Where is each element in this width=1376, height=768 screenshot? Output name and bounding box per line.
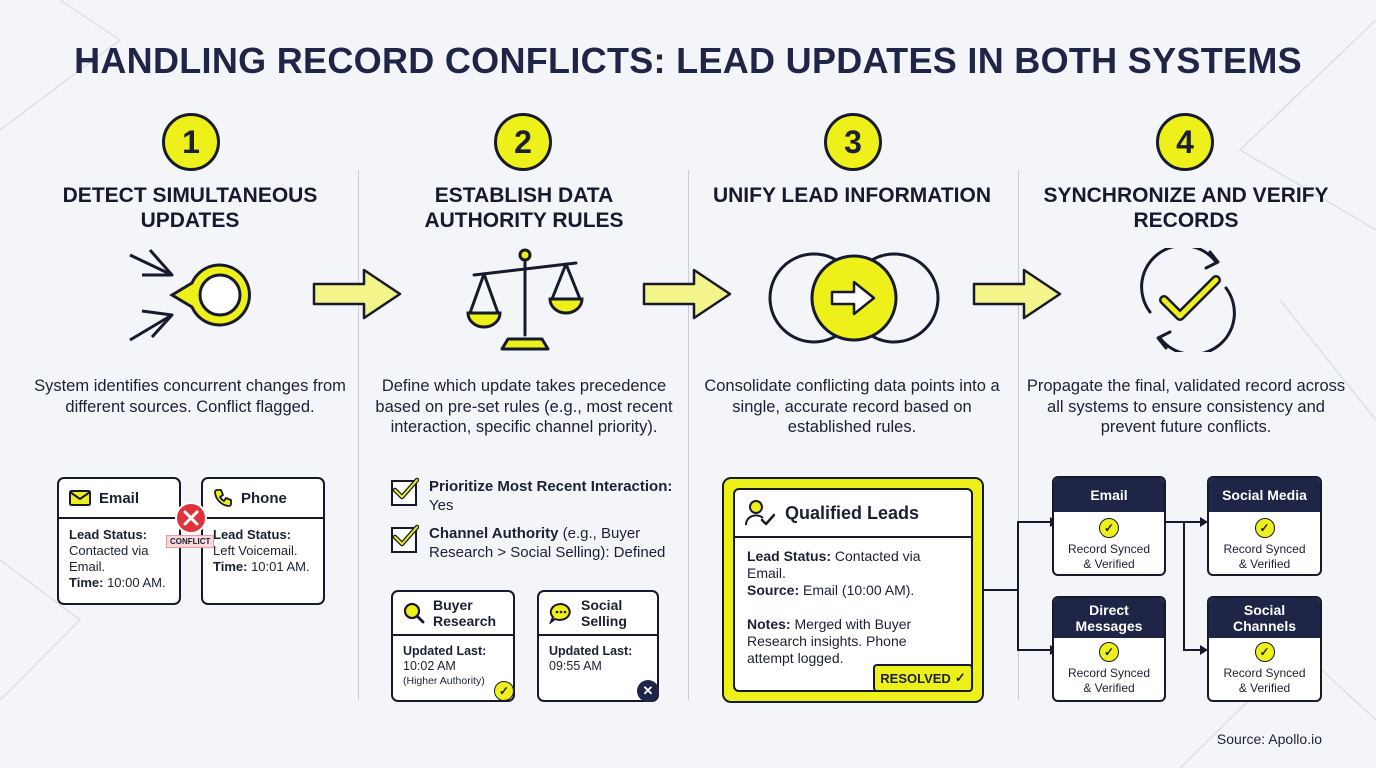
system-name: Email [1054, 478, 1164, 512]
status-label: Lead Status: [747, 548, 832, 564]
status-label: Lead Status: [69, 527, 148, 542]
rejected-x-icon: ✕ [637, 680, 659, 702]
arrow-right-icon [312, 268, 402, 320]
step-2-heading: ESTABLISH DATA AUTHORITY RULES [424, 184, 624, 232]
updated-label: Updated Last: [403, 644, 487, 658]
checkmark-icon [392, 524, 419, 547]
source-label: Source: [747, 582, 800, 598]
rule-2: Channel Authority (e.g., Buyer Research … [429, 524, 679, 562]
approved-check-icon: ✓ [494, 681, 514, 701]
rule-1-label: Prioritize Most Recent Interaction: [429, 478, 673, 495]
notes-value: Merged with Buyer Research insights. Pho… [747, 616, 912, 666]
buyer-card-title: Buyer Research [433, 597, 497, 629]
magnifier-icon [403, 602, 425, 624]
step-1-heading: DETECT SIMULTANEOUS UPDATES [62, 184, 318, 232]
time-label: Time: [213, 559, 248, 574]
system-card-social-channels: Social Channels ✓ Record Synced & Verifie… [1207, 596, 1322, 702]
detect-icon [129, 249, 251, 342]
buyer-research-card: Buyer Research Updated Last: 10:02 AM (H… [391, 590, 515, 702]
resolved-badge: RESOLVED ✓ [873, 664, 973, 692]
status-value: Left Voicemail. [213, 543, 298, 558]
conflict-badge: CONFLICT [166, 535, 215, 548]
synced-check-icon: ✓ [1254, 518, 1275, 538]
step-1-description: System identifies concurrent changes fro… [34, 377, 346, 416]
step-4-number: 4 [1156, 113, 1214, 171]
system-status: Record Synced & Verified [1067, 542, 1151, 571]
email-card-title: Email [99, 489, 140, 507]
time-label: Time: [69, 575, 104, 590]
separator [1018, 170, 1019, 700]
system-status: Record Synced & Verified [1223, 542, 1306, 571]
page-title: HANDLING RECORD CONFLICTS: LEAD UPDATES … [74, 40, 1302, 81]
separator [688, 170, 689, 700]
resolved-label: RESOLVED [880, 670, 951, 686]
notes-label: Notes: [747, 616, 791, 632]
arrow-right-icon [972, 268, 1062, 320]
status-value: Contacted via Email. [69, 543, 149, 574]
step-2-number: 2 [494, 113, 552, 171]
social-card-title: Social Selling [581, 597, 627, 629]
updated-value: 09:55 AM [549, 659, 602, 673]
rule-1-checkbox [391, 477, 419, 506]
balance-scale-icon [466, 248, 584, 351]
step-3-number: 3 [824, 113, 882, 171]
updated-label: Updated Last: [549, 644, 633, 658]
qualified-leads-title: Qualified Leads [785, 502, 920, 523]
system-status: Record Synced & Verified [1067, 666, 1151, 695]
status-label: Lead Status: [213, 527, 292, 542]
system-card-direct-messages: Direct Messages ✓ Record Synced & Verifie… [1052, 596, 1166, 702]
envelope-icon [69, 490, 91, 506]
conflict-x-icon [175, 502, 207, 534]
rule-2-checkbox [391, 524, 419, 553]
rule-1: Prioritize Most Recent Interaction: Yes [429, 477, 679, 515]
arrow-right-icon [642, 268, 732, 320]
step-4-heading: SYNCHRONIZE AND VERIFY RECORDS [1043, 184, 1329, 232]
status-value: Contacted via Email. [747, 548, 921, 581]
time-value: 10:00 AM. [107, 575, 166, 590]
email-record-card: Email Lead Status: Contacted via Email. … [57, 477, 181, 605]
step-3-description: Consolidate conflicting data points into… [704, 377, 1000, 436]
system-status: Record Synced & Verified [1223, 666, 1306, 695]
synced-check-icon: ✓ [1099, 642, 1119, 662]
synced-check-icon: ✓ [1099, 518, 1119, 538]
system-name: Social Media [1209, 478, 1320, 512]
qualified-leads-card: Qualified Leads Lead Status: Contacted v… [733, 488, 973, 692]
step-3-heading: UNIFY LEAD INFORMATION [712, 184, 992, 207]
step-1-number: 1 [162, 113, 220, 171]
synced-check-icon: ✓ [1254, 642, 1275, 662]
phone-record-card: Phone Lead Status: Left Voicemail. Time:… [201, 477, 325, 605]
authority-note: (Higher Authority) [403, 675, 485, 687]
phone-icon [214, 489, 232, 507]
separator [358, 170, 359, 700]
check-icon: ✓ [954, 670, 966, 685]
step-2-description: Define which update takes precedence bas… [375, 377, 673, 436]
system-card-email: Email ✓ Record Synced & Verified [1052, 476, 1166, 576]
sync-check-icon [1140, 248, 1236, 352]
rule-1-value: Yes [429, 497, 454, 514]
source-value: Email (10:00 AM). [803, 582, 915, 598]
merge-circles-icon [768, 252, 940, 344]
system-name: Social Channels [1209, 598, 1320, 638]
user-check-icon [745, 500, 775, 526]
updated-value: 10:02 AM [403, 659, 456, 673]
source-credit: Source: Apollo.io [1216, 731, 1322, 747]
step-4-description: Propagate the final, validated record ac… [1026, 377, 1346, 436]
system-name: Direct Messages [1054, 598, 1164, 638]
rule-2-label: Channel Authority [429, 525, 559, 542]
rule-2-value: (e.g., Buyer Research > Social Selling):… [429, 525, 666, 561]
time-value: 10:01 AM. [251, 559, 310, 574]
chat-bubble-icon [549, 602, 571, 624]
checkmark-icon [392, 477, 419, 500]
phone-card-title: Phone [241, 489, 287, 507]
qualified-leads-frame: Qualified Leads Lead Status: Contacted v… [722, 477, 984, 703]
system-card-social-media: Social Media ✓ Record Synced & Verified [1207, 476, 1322, 576]
